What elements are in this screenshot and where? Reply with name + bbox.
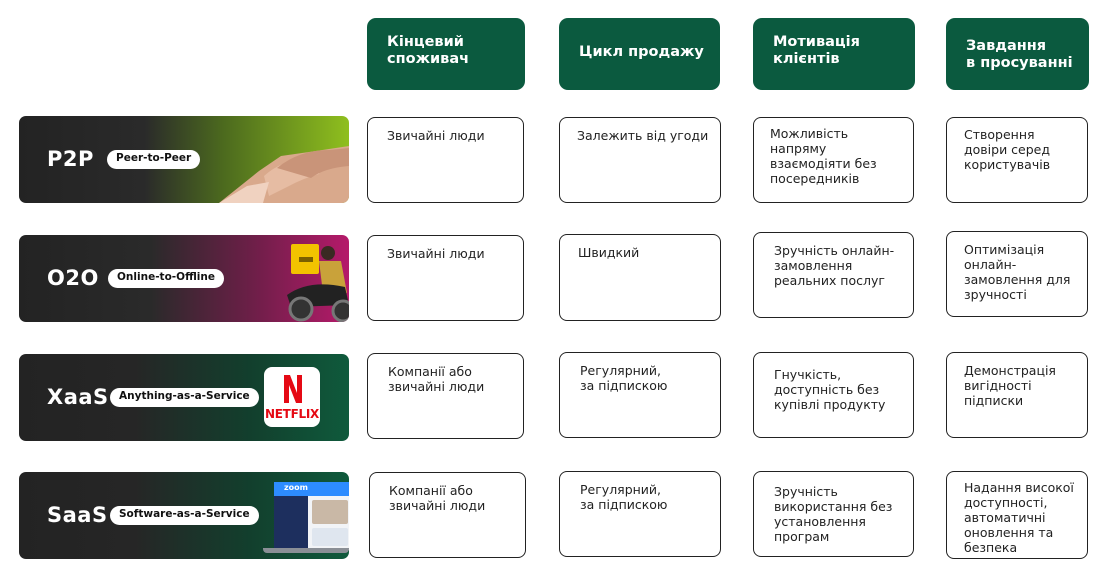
zoom-video-tile bbox=[312, 500, 348, 524]
cell-o2o-end-consumer: Звичайні люди bbox=[367, 235, 524, 321]
model-abbr-o2o: O2O bbox=[47, 266, 99, 290]
row-label-xaas: NETFLIX XaaS Anything-as-a-Service bbox=[19, 354, 349, 441]
cell-saas-motivation: Зручність використання без установлення … bbox=[753, 471, 914, 557]
netflix-logo-tile: NETFLIX bbox=[264, 367, 320, 427]
cell-saas-end-consumer: Компанії або звичайні люди bbox=[369, 472, 526, 558]
model-name-pill-xaas: Anything-as-a-Service bbox=[110, 388, 259, 407]
zoom-laptop-screenshot: zoom bbox=[274, 482, 349, 550]
model-name-pill-o2o: Online-to-Offline bbox=[108, 269, 224, 288]
zoom-chat-panel bbox=[312, 528, 348, 546]
zoom-logo: zoom bbox=[284, 483, 308, 492]
model-name-pill-p2p: Peer-to-Peer bbox=[107, 150, 201, 169]
netflix-n-icon bbox=[284, 375, 302, 403]
cell-p2p-end-consumer: Звичайні люди bbox=[367, 117, 524, 203]
cell-saas-promotion: Надання високої доступності, автоматичні… bbox=[946, 471, 1088, 559]
netflix-wordmark: NETFLIX bbox=[265, 407, 319, 421]
zoom-app-header: zoom bbox=[274, 482, 349, 496]
cell-xaas-end-consumer: Компанії або звичайні люди bbox=[367, 353, 524, 439]
cell-p2p-promotion: Створення довіри серед користувачів bbox=[946, 117, 1088, 203]
row-label-p2p: P2P Peer-to-Peer bbox=[19, 116, 349, 203]
cell-p2p-motivation: Можливість напряму взаємодіяти без посер… bbox=[753, 117, 914, 203]
handshake-illustration bbox=[219, 146, 349, 203]
cell-o2o-promotion: Оптимізація онлайн- замовлення для зручн… bbox=[946, 231, 1088, 317]
cell-o2o-sales-cycle: Швидкий bbox=[559, 234, 721, 321]
header-promotion-tasks: Завдання в просуванні bbox=[946, 18, 1089, 90]
header-sales-cycle: Цикл продажу bbox=[559, 18, 720, 90]
header-client-motivation: Мотивація клієнтів bbox=[753, 18, 915, 90]
delivery-scooter-illustration bbox=[287, 244, 349, 322]
zoom-sidebar-panel bbox=[274, 496, 308, 550]
model-name-pill-saas: Software-as-a-Service bbox=[110, 506, 259, 525]
cell-xaas-sales-cycle: Регулярний, за підпискою bbox=[559, 352, 721, 438]
cell-o2o-motivation: Зручність онлайн- замовлення реальних по… bbox=[753, 232, 914, 318]
header-end-consumer: Кінцевий споживач bbox=[367, 18, 525, 90]
cell-saas-sales-cycle: Регулярний, за підпискою bbox=[559, 471, 721, 557]
model-abbr-saas: SaaS bbox=[47, 503, 108, 527]
model-abbr-xaas: XaaS bbox=[47, 385, 109, 409]
cell-xaas-promotion: Демонстрація вигідності підписки bbox=[946, 352, 1088, 438]
cell-p2p-sales-cycle: Залежить від угоди bbox=[559, 117, 721, 203]
row-label-saas: zoom SaaS Software-as-a-Service bbox=[19, 472, 349, 559]
laptop-base bbox=[263, 548, 349, 553]
cell-xaas-motivation: Гнучкість, доступність без купівлі проду… bbox=[753, 352, 914, 438]
model-abbr-p2p: P2P bbox=[47, 147, 94, 171]
row-label-o2o: O2O Online-to-Offline bbox=[19, 235, 349, 322]
